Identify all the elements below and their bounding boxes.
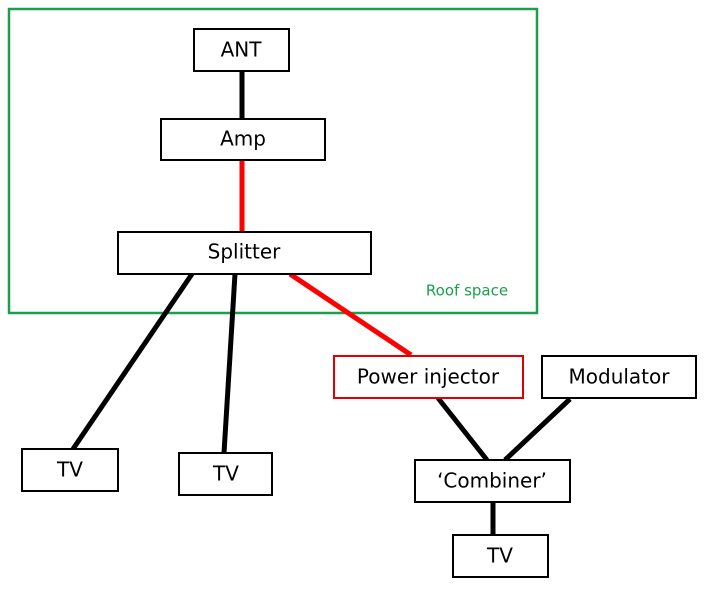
ant-box: ANT xyxy=(193,28,290,72)
tv2-label: TV xyxy=(212,462,239,486)
tv3-label: TV xyxy=(486,544,513,568)
splitter-tv2-link xyxy=(221,273,238,454)
splitter-label: Splitter xyxy=(208,240,281,264)
modulator-label: Modulator xyxy=(569,365,671,389)
splitter-box: Splitter xyxy=(117,231,372,275)
combiner-box: ‘Combiner’ xyxy=(414,459,571,503)
roof-space-label: Roof space xyxy=(426,282,508,300)
tv1-label: TV xyxy=(56,458,83,482)
tv1-box: TV xyxy=(21,448,119,492)
power-injector-label: Power injector xyxy=(357,365,500,389)
modulator-box: Modulator xyxy=(541,355,697,399)
amp-label: Amp xyxy=(220,127,266,151)
roof-space-region xyxy=(7,7,539,315)
tv2-box: TV xyxy=(178,452,273,496)
combiner-label: ‘Combiner’ xyxy=(437,469,547,493)
splitter-injector-link xyxy=(288,271,413,358)
power-injector-box: Power injector xyxy=(333,355,524,399)
injector-combiner-link xyxy=(436,396,489,462)
modulator-combiner-link xyxy=(503,397,572,462)
splitter-tv1-link xyxy=(70,272,195,451)
ant-label: ANT xyxy=(221,38,263,62)
tv3-box: TV xyxy=(452,534,549,578)
amp-box: Amp xyxy=(160,118,326,161)
